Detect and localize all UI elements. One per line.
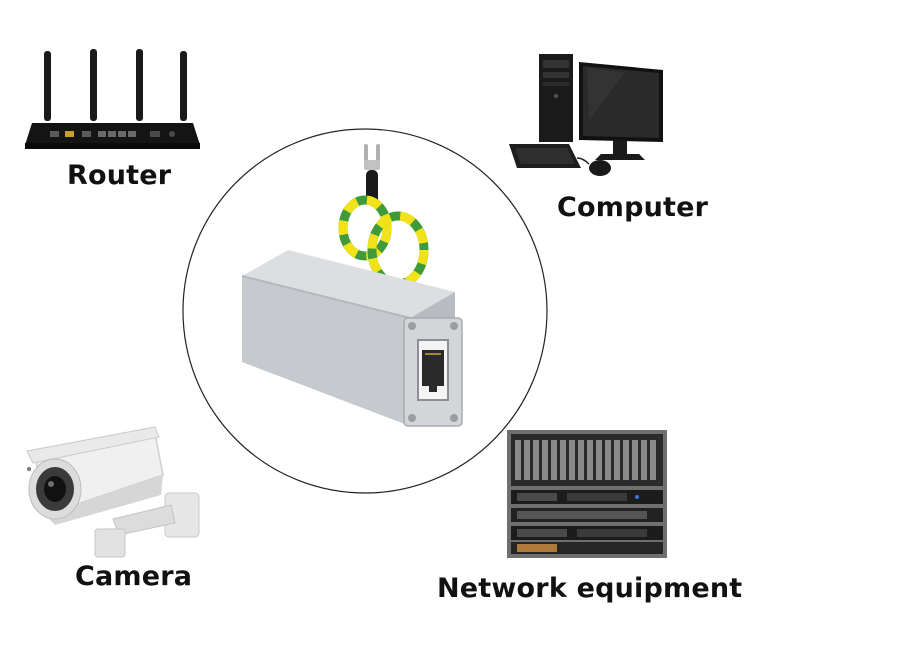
computer-label: Computer bbox=[557, 192, 709, 223]
cctv-camera-icon bbox=[26, 426, 200, 558]
camera-label: Camera bbox=[75, 561, 193, 592]
ethernet-surge-protector-icon bbox=[241, 144, 463, 427]
desktop-computer-icon bbox=[509, 54, 663, 176]
surge-protector-circle bbox=[182, 128, 548, 494]
router-icon bbox=[25, 49, 200, 149]
network-equipment-label: Network equipment bbox=[437, 573, 743, 604]
router-label: Router bbox=[67, 160, 172, 191]
server-rack-icon bbox=[507, 430, 667, 558]
